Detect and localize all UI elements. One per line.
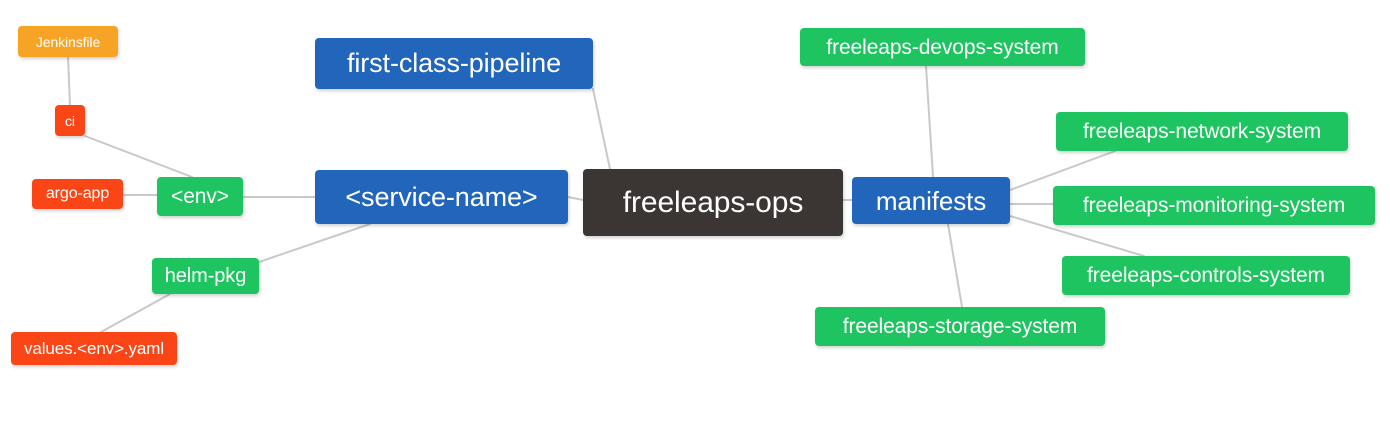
mindmap-node-freeleaps-storage-system[interactable]: freeleaps-storage-system xyxy=(815,307,1105,346)
edge-manifests-to-freeleaps-network-system xyxy=(1009,150,1116,191)
edge-manifests-to-freeleaps-devops-system xyxy=(925,65,934,178)
edge-freeleaps-ops-to-first-class-pipeline xyxy=(592,88,611,170)
mindmap-node-argo-app[interactable]: argo-app xyxy=(32,179,123,209)
mindmap-node-freeleaps-ops[interactable]: freeleaps-ops xyxy=(583,169,843,236)
edge-ci-to-jenkinsfile xyxy=(67,56,71,106)
mindmap-node-values-env-yaml[interactable]: values.<env>.yaml xyxy=(11,332,177,365)
edge-env-to-ci xyxy=(84,135,193,178)
edge-freeleaps-ops-to-service-name xyxy=(567,196,584,201)
mindmap-node-freeleaps-network-system[interactable]: freeleaps-network-system xyxy=(1056,112,1348,151)
mindmap-node-freeleaps-controls-system[interactable]: freeleaps-controls-system xyxy=(1062,256,1350,295)
edge-manifests-to-freeleaps-storage-system xyxy=(947,223,963,308)
mindmap-node-service-name[interactable]: <service-name> xyxy=(315,170,568,224)
mindmap-node-freeleaps-monitoring-system[interactable]: freeleaps-monitoring-system xyxy=(1053,186,1375,225)
mindmap-node-jenkinsfile[interactable]: Jenkinsfile xyxy=(18,26,118,57)
mindmap-node-manifests[interactable]: manifests xyxy=(852,177,1010,224)
mindmap-node-helm-pkg[interactable]: helm-pkg xyxy=(152,258,259,294)
mindmap-node-freeleaps-devops-system[interactable]: freeleaps-devops-system xyxy=(800,28,1085,66)
mindmap-node-first-class-pipeline[interactable]: first-class-pipeline xyxy=(315,38,593,89)
edge-helm-pkg-to-values-env-yaml xyxy=(100,293,171,333)
edge-service-name-to-helm-pkg xyxy=(258,223,371,263)
mindmap-node-env[interactable]: <env> xyxy=(157,177,243,216)
mindmap-node-ci[interactable]: ci xyxy=(55,105,85,136)
